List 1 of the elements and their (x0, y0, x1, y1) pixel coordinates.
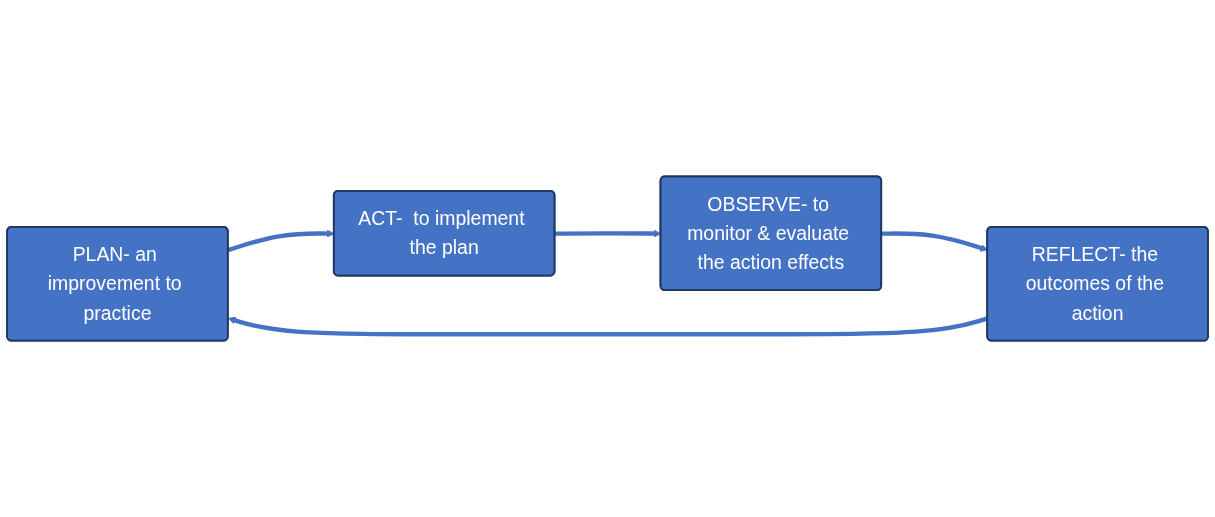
arrow (881, 231, 988, 252)
